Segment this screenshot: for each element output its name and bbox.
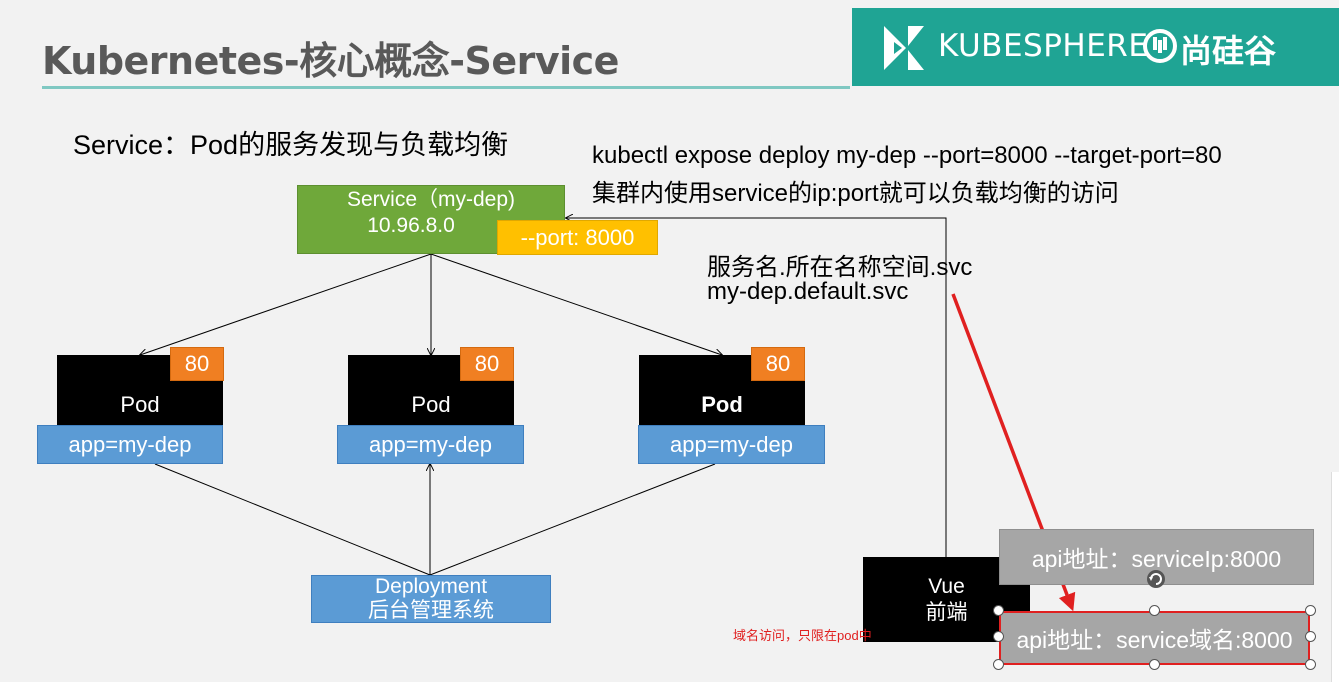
pod-port-badge-3: 80 [751,347,805,381]
pod-name: Pod [701,392,743,417]
logo-panel [852,8,1339,86]
deployment-title: Deployment [374,575,488,598]
resize-handle-l[interactable] [993,631,1004,642]
resize-handle-bl[interactable] [993,659,1004,670]
resize-handle-tr[interactable] [1305,605,1316,616]
service-box: Service（my-dep) 10.96.8.0 [297,185,565,254]
dns-example-text: my-dep.default.svc [707,278,909,305]
service-port-badge: --port: 8000 [497,220,658,255]
pod-label-2: app=my-dep [337,425,524,464]
pod-label-1: app=my-dep [37,425,223,464]
rotate-handle-icon[interactable] [1145,568,1167,590]
svc-to-pod3-line [430,253,722,355]
service-ip: 10.96.8.0 [367,213,455,237]
pod-name: Pod [411,392,451,417]
expose-command-text: kubectl expose deploy my-dep --port=8000… [592,142,1222,169]
deployment-box: Deployment 后台管理系统 [311,575,551,623]
brand-wordmark: 尚硅谷 [1180,32,1277,70]
kubesphere-logo-icon [884,26,924,70]
resize-handle-tl[interactable] [993,605,1004,616]
svc-to-pod1-line [140,253,432,355]
vue-subtitle: 前端 [925,600,968,624]
vue-title: Vue [928,574,965,598]
resize-handle-r[interactable] [1305,631,1316,642]
pod-port-badge-2: 80 [460,347,514,381]
resize-handle-br[interactable] [1305,659,1316,670]
service-name: Service（my-dep) [346,187,516,211]
cluster-access-note: 集群内使用service的ip:port就可以负载均衡的访问 [592,180,1119,207]
vue-to-svc-line [566,218,947,557]
pod-label-3: app=my-dep [638,425,825,464]
deployment-subtitle: 后台管理系统 [368,599,494,622]
deploy-to-pod3-line [429,463,716,576]
kubesphere-wordmark: KUBESPHERE [938,28,1149,64]
pod-name: Pod [120,392,160,417]
slide-title: Kubernetes-核心概念-Service [42,39,619,83]
api-dns-address-box[interactable]: api地址：service域名:8000 [999,611,1310,665]
resize-handle-b[interactable] [1149,659,1160,670]
deploy-to-pod1-line [154,463,431,576]
title-underline [42,86,850,89]
slide-subtitle: Service：Pod的服务发现与负载均衡 [73,130,509,160]
resize-handle-t[interactable] [1149,605,1160,616]
brand-logo-icon [1143,29,1177,63]
pod-port-badge-1: 80 [170,347,224,381]
side-toolbar-edge [1331,472,1339,682]
dns-access-note: 域名访问，只限在pod中 [733,628,872,643]
dns-format-text: 服务名.所在名称空间.svc [707,254,973,281]
